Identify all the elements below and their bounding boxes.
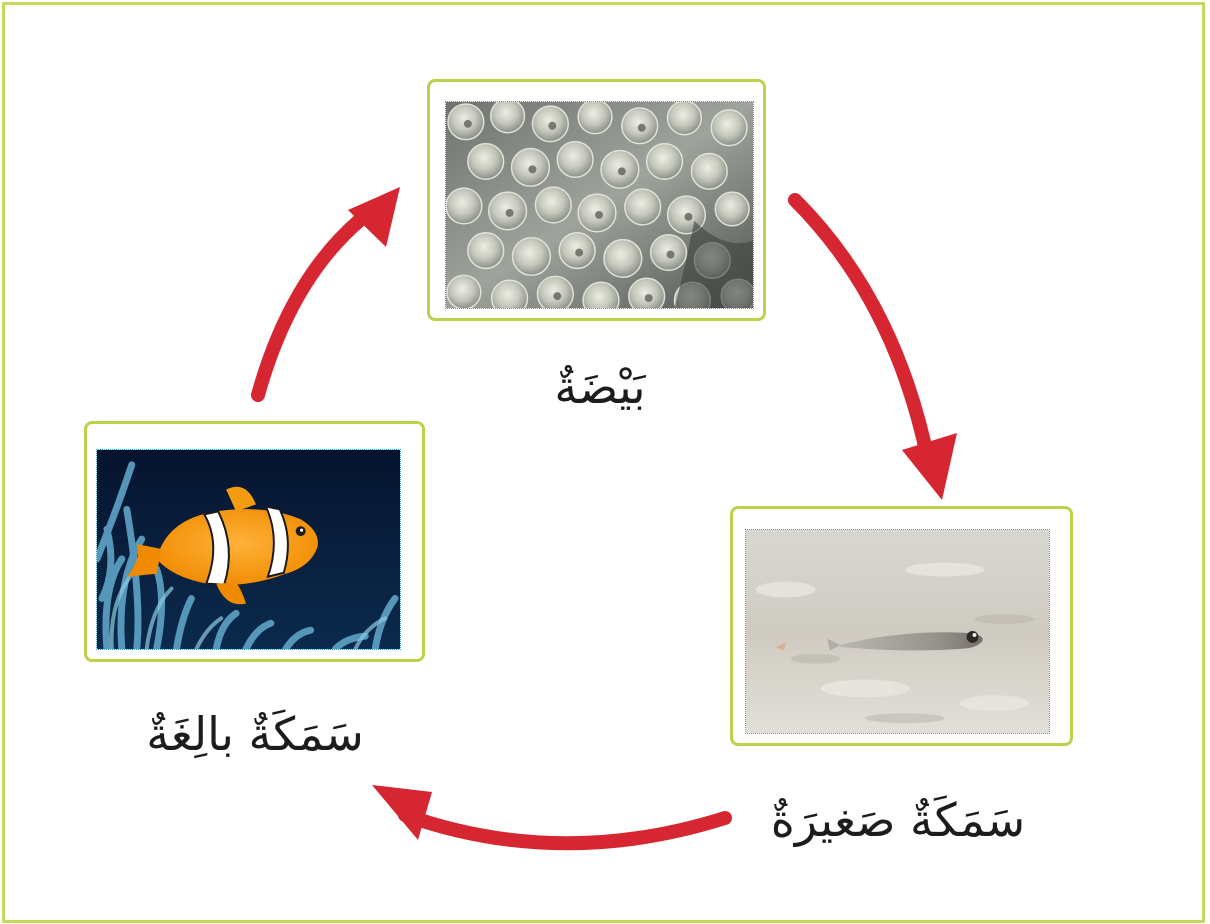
juvenile-card xyxy=(730,506,1073,746)
arrowhead-juvenile-to-adult xyxy=(372,785,432,840)
adult-label: سَمَكَةٌ بالِغَةٌ xyxy=(110,684,400,784)
juvenile-label: سَمَكَةٌ صَغيرَةٌ xyxy=(738,770,1058,870)
arrowhead-egg-to-juvenile xyxy=(902,433,957,500)
arrowhead-adult-to-egg xyxy=(348,187,400,247)
egg-card xyxy=(427,79,766,321)
juvenile-fish-photo xyxy=(745,529,1050,734)
arrow-egg-to-juvenile xyxy=(795,200,928,460)
arrow-adult-to-egg xyxy=(258,220,360,395)
fish-eggs-photo xyxy=(445,101,754,309)
clownfish-photo xyxy=(96,449,401,650)
egg-label: بَيْضَةٌ xyxy=(490,342,710,432)
adult-card xyxy=(84,421,425,662)
arrow-juvenile-to-adult xyxy=(405,815,725,843)
